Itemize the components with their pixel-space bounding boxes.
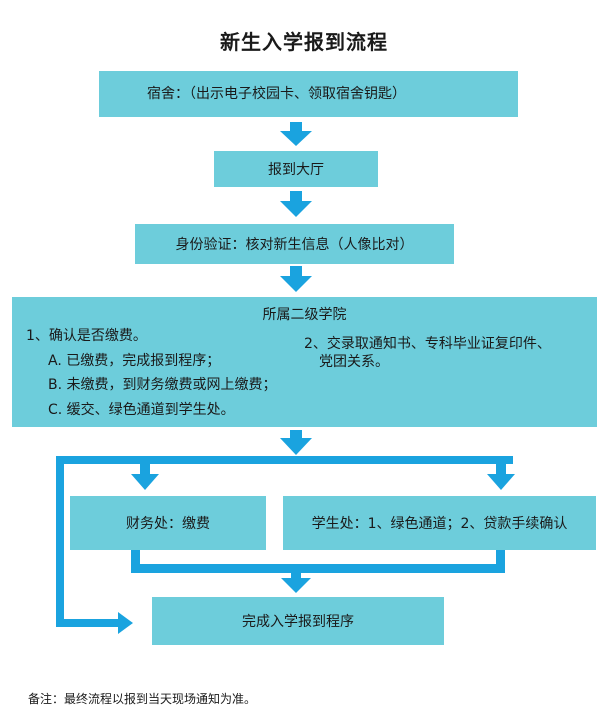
bypass-line-horizontal: [56, 619, 120, 627]
dorm-label: 宿舍：（出示电子校园卡、领取宿舍钥匙）: [147, 86, 406, 102]
hall-box: 报到大厅: [214, 151, 378, 187]
page-title: 新生入学报到流程: [220, 30, 388, 54]
college-item1: 1、确认是否缴费。: [26, 328, 147, 344]
arrow-college-down: [280, 430, 312, 455]
complete-label: 完成入学报到程序: [242, 614, 354, 630]
student-office-label: 学生处：1、绿色通道；2、贷款手续确认: [311, 516, 568, 532]
arrow-to-finance: [131, 460, 159, 490]
college-box: 所属二级学院 1、确认是否缴费。 A. 已缴费，完成报到程序； B. 未缴费，到…: [12, 297, 597, 427]
hall-label: 报到大厅: [268, 162, 324, 178]
arrow-merge-to-complete: [281, 573, 311, 593]
college-item1-b: B. 未缴费，到财务缴费或网上缴费；: [48, 377, 277, 393]
merge-bar: [131, 564, 505, 573]
student-office-box: 学生处：1、绿色通道；2、贷款手续确认: [283, 496, 596, 550]
dorm-box: 宿舍：（出示电子校园卡、领取宿舍钥匙）: [99, 71, 518, 117]
merge-right-post: [496, 550, 505, 572]
split-bar: [56, 456, 513, 464]
college-item2-line1: 2、交录取通知书、专科毕业证复印件、: [304, 336, 551, 352]
arrow-verify-to-college: [280, 266, 312, 292]
college-item1-a: A. 已缴费，完成报到程序；: [48, 353, 221, 369]
arrow-hall-to-verify: [280, 191, 312, 217]
college-item2-line2: 党团关系。: [319, 354, 389, 370]
finance-box: 财务处：缴费: [70, 496, 266, 550]
merge-left-post: [131, 550, 140, 572]
bypass-line-vertical: [56, 456, 64, 627]
finance-label: 财务处：缴费: [126, 516, 210, 532]
arrow-to-student-office: [487, 460, 515, 490]
arrow-dorm-to-hall: [280, 122, 312, 146]
arrow-bypass-to-complete: [118, 612, 133, 634]
college-heading: 所属二级学院: [262, 307, 347, 323]
verify-box: 身份验证：核对新生信息（人像比对）: [135, 224, 454, 264]
footnote: 备注：最终流程以报到当天现场通知为准。: [28, 692, 257, 706]
college-item1-c: C. 缓交、绿色通道到学生处。: [48, 402, 235, 418]
verify-label: 身份验证：核对新生信息（人像比对）: [175, 237, 414, 253]
complete-box: 完成入学报到程序: [152, 597, 444, 645]
